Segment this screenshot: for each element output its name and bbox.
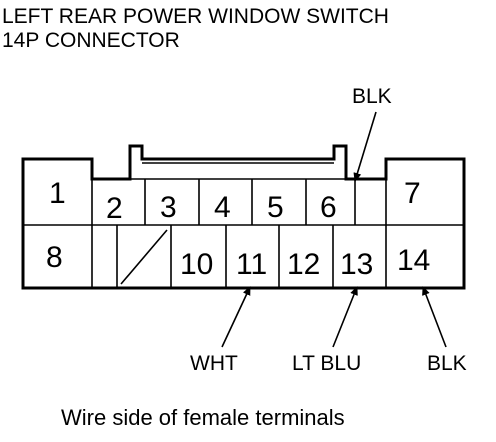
- leader-arrow-lt-blu: [332, 286, 358, 348]
- pin-10: 10: [180, 248, 213, 281]
- leader-arrow-blk-top: [353, 111, 377, 182]
- pin-3: 3: [160, 191, 177, 224]
- pin-7: 7: [404, 177, 421, 210]
- pin-4: 4: [214, 191, 231, 224]
- wire-label-wht: WHT: [190, 352, 238, 375]
- wire-label-blk-bottom: BLK: [427, 352, 467, 375]
- pin-1: 1: [49, 177, 66, 210]
- title-line-1: LEFT REAR POWER WINDOW SWITCH: [2, 5, 389, 28]
- wire-label-lt-blu: LT BLU: [292, 352, 361, 375]
- pin-6: 6: [320, 191, 337, 224]
- pin-5: 5: [267, 191, 284, 224]
- pin-12: 12: [287, 248, 320, 281]
- pin-8: 8: [46, 241, 63, 274]
- wire-label-blk-top: BLK: [352, 85, 392, 108]
- pin-2: 2: [106, 192, 123, 225]
- pin-14: 14: [397, 244, 430, 277]
- leader-arrow-wht: [221, 286, 251, 348]
- title-line-2: 14P CONNECTOR: [2, 29, 180, 52]
- leader-arrow-blk-bottom: [422, 286, 447, 348]
- pin-11: 11: [236, 248, 267, 281]
- pin-13: 13: [340, 248, 373, 281]
- caption: Wire side of female terminals: [61, 405, 345, 430]
- unused-pin-slash: [120, 229, 168, 285]
